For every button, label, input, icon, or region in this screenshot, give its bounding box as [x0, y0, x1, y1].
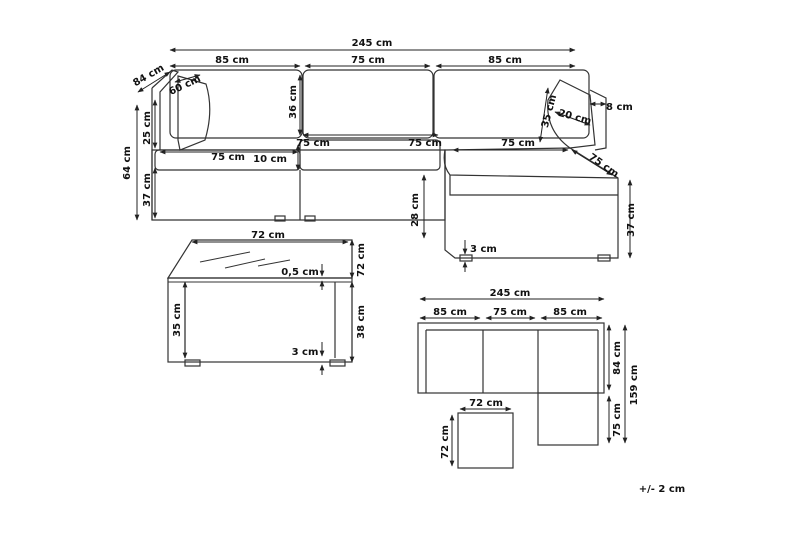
- sofa-dimensions: [134, 47, 633, 272]
- chaise-depth: 75 cm: [586, 152, 620, 180]
- sofa-total-height: 64 cm: [122, 146, 133, 180]
- sofa-left-width: 85 cm: [215, 55, 249, 66]
- sofa-arm-above-seat: 25 cm: [142, 111, 153, 145]
- sofa-cushion-thickness: 10 cm: [253, 154, 287, 165]
- plan-section-right: 85 cm: [553, 307, 587, 318]
- chaise-height: 37 cm: [626, 203, 637, 237]
- sofa-leg-height: 3 cm: [470, 244, 497, 255]
- plan-dimensions: [419, 296, 628, 467]
- plan-labels: 245 cm 85 cm 75 cm 85 cm 84 cm 75 cm 159…: [433, 288, 640, 459]
- table-total-height: 38 cm: [356, 305, 367, 339]
- plan-table-width: 72 cm: [469, 398, 503, 409]
- plan-view: [417, 322, 605, 469]
- sofa-middle-width: 75 cm: [351, 55, 385, 66]
- coffee-table-view: [166, 239, 353, 367]
- sofa-total-width: 245 cm: [352, 38, 393, 49]
- table-frame-height: 35 cm: [172, 303, 183, 337]
- sofa-seat-height: 37 cm: [142, 173, 153, 207]
- glass-thickness: 0,5 cm: [281, 267, 319, 278]
- chaise-width: 75 cm: [501, 138, 535, 149]
- right-arm-width: 8 cm: [606, 102, 633, 113]
- sofa-middle-seat-left: 75 cm: [296, 138, 330, 149]
- sofa-middle-seat-right: 75 cm: [408, 138, 442, 149]
- plan-table-depth: 72 cm: [440, 425, 451, 459]
- sofa-left-seat-depth: 75 cm: [211, 152, 245, 163]
- table-labels: 72 cm 72 cm 0,5 cm 35 cm 38 cm 3 cm: [172, 230, 367, 358]
- pillow-depth: 20 cm: [557, 108, 592, 127]
- table-dimensions: [182, 239, 355, 375]
- pillow-height: 35 cm: [540, 94, 559, 129]
- sofa-back-cushion-height: 36 cm: [288, 85, 299, 119]
- table-width: 72 cm: [251, 230, 285, 241]
- sofa-right-width: 85 cm: [488, 55, 522, 66]
- table-depth: 72 cm: [356, 243, 367, 277]
- plan-section-middle: 75 cm: [493, 307, 527, 318]
- plan-section-left: 85 cm: [433, 307, 467, 318]
- chaise-leg-to-seat: 28 cm: [410, 193, 421, 227]
- plan-chaise-extension: 75 cm: [612, 403, 623, 437]
- table-leg-height: 3 cm: [292, 347, 319, 358]
- tolerance-note: +/- 2 cm: [639, 484, 685, 495]
- plan-total-width: 245 cm: [490, 288, 531, 299]
- plan-sofa-depth: 84 cm: [612, 341, 623, 375]
- plan-overall-depth: 159 cm: [629, 365, 640, 406]
